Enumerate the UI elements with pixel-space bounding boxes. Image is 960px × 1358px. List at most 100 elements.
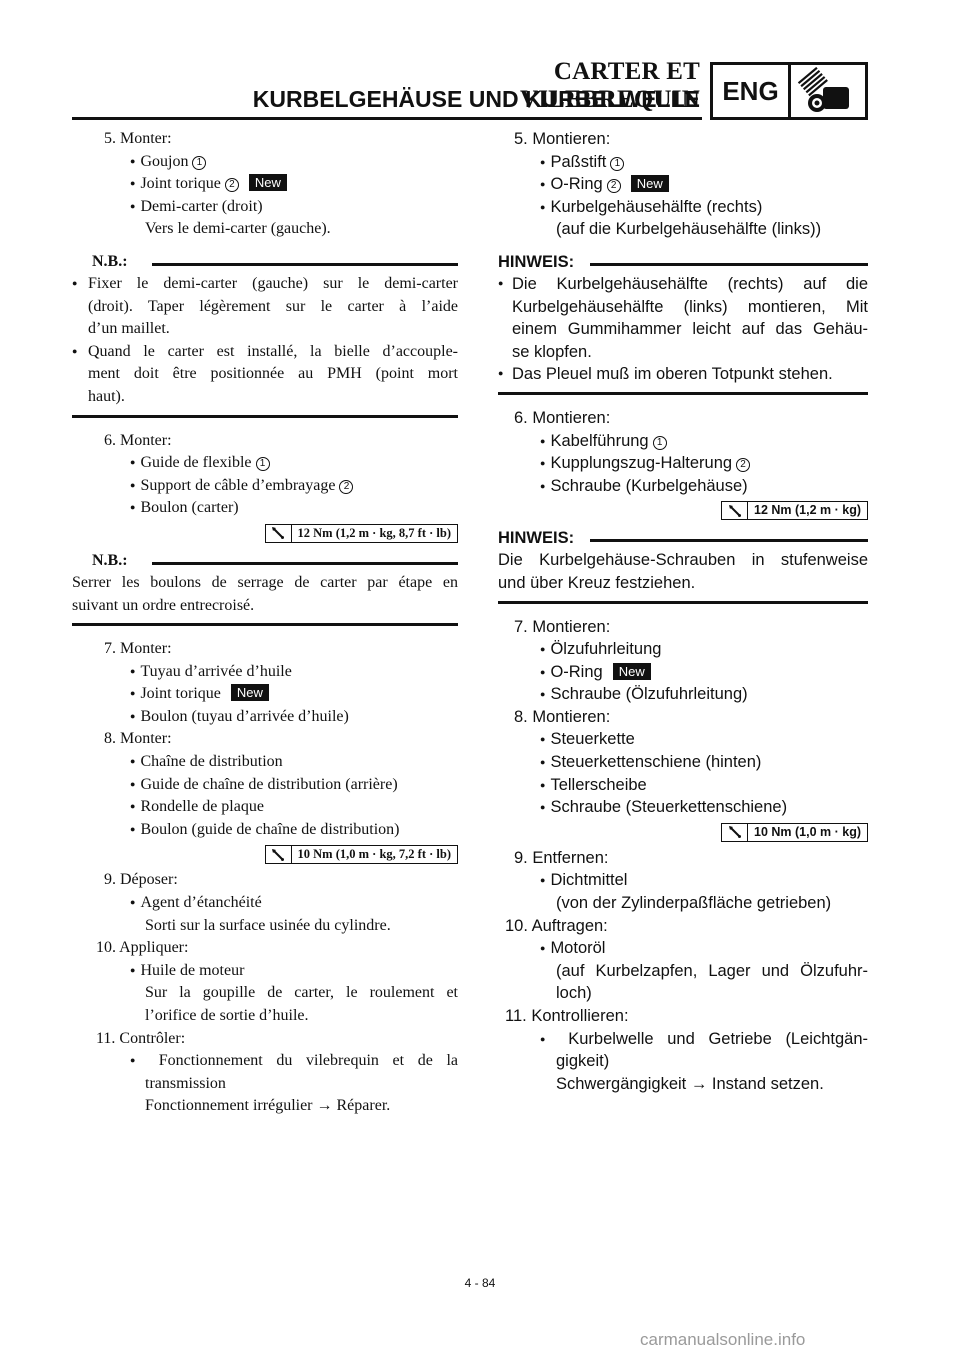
callout-2-icon: 2 xyxy=(606,179,621,194)
torque-value: 10 Nm (1,0 m · kg, 7,2 ft · lb) xyxy=(297,847,451,862)
list-item-note: (auf Kurbelzapfen, Lager und Ölzufuhr- xyxy=(556,961,868,980)
list-item-note: l’orifice de sortie d’huile. xyxy=(145,1007,309,1024)
note-block-de-2: HINWEIS: Die Kurbelgehäuse-Schrauben in … xyxy=(498,527,868,604)
list-item-note: (von der Zylinderpaßfläche getrieben) xyxy=(556,894,832,913)
list-item-note: gigkeit) xyxy=(556,1052,610,1071)
note-line: ●Die Kurbelgehäusehälfte (rechts) auf di… xyxy=(498,274,868,293)
step-9-fr: 9. Déposer: xyxy=(104,871,178,889)
new-badge: New xyxy=(230,684,269,702)
callout-1-icon: 1 xyxy=(192,155,207,170)
note-end-rule xyxy=(72,414,458,418)
step-6-fr: 6. Monter: xyxy=(104,431,172,449)
list-item: Boulon (tuyau d’arrivée d’huile) xyxy=(72,706,458,729)
note-line: (droit). Taper légèrement sur le carter … xyxy=(88,297,458,315)
step-6-de: 6. Montieren: xyxy=(514,408,611,427)
torque-spec: 10 Nm (1,0 m · kg, 7,2 ft · lb) xyxy=(72,843,458,865)
header-rule xyxy=(72,117,702,120)
step-10-de: 10. Auftragen: xyxy=(505,916,608,935)
step-5-de: 5. Montieren: xyxy=(514,130,611,148)
note-line: d’un maillet. xyxy=(88,320,170,338)
torque-spec: 12 Nm (1,2 m · kg) xyxy=(498,499,868,521)
new-badge: New xyxy=(248,174,287,192)
note-end-rule xyxy=(498,391,868,395)
note-block-de-1: HINWEIS: ●Die Kurbelgehäusehälfte (recht… xyxy=(498,250,868,395)
list-item: Schraube (Ölzufuhrleitung) xyxy=(498,683,868,706)
list-item: Tellerscheibe xyxy=(498,774,868,797)
engine-oil-icon xyxy=(791,65,865,117)
note-title: HINWEIS: xyxy=(498,250,868,273)
note-title: HINWEIS: xyxy=(498,527,868,550)
list-item-note: transmission xyxy=(145,1074,226,1092)
note-block-fr-2: N.B.: Serrer les boulons de serrage de c… xyxy=(72,549,458,627)
list-item: Steuerkette xyxy=(498,728,868,751)
note-line: und über Kreuz festziehen. xyxy=(498,573,696,592)
note-line: se klopfen. xyxy=(512,342,592,361)
step-5-fr: 5. Monter: xyxy=(72,128,458,151)
list-item-note: Sur la goupille de carter, le roulement … xyxy=(145,984,458,1002)
step-10-fr: 10. Appliquer: xyxy=(96,939,189,957)
note-line: Die Kurbelgehäuse-Schrauben in stufenwei… xyxy=(498,551,868,570)
list-item: Agent d’étanchéité xyxy=(72,892,458,915)
note-block-fr-1: N.B.: ●Fixer le demi-carter (gauche) sur… xyxy=(72,250,458,418)
list-item-note: loch) xyxy=(556,984,592,1003)
header-title-de: KURBELGEHÄUSE UND KURBELWELLE xyxy=(252,86,700,112)
step-action: Monter: xyxy=(120,130,172,147)
note-title: N.B.: xyxy=(72,250,458,273)
list-item: Chaîne de distribution xyxy=(72,751,458,774)
step-11-de: 11. Kontrollieren: xyxy=(505,1007,629,1025)
torque-spec: 12 Nm (1,2 m · kg, 8,7 ft · lb) xyxy=(72,522,458,544)
section-badge-label: ENG xyxy=(713,65,791,117)
note-line: ●Das Pleuel muß im oberen Totpunkt stehe… xyxy=(498,365,833,384)
torque-wrench-icon xyxy=(722,502,749,520)
list-item: ● Kurbelwelle und Getriebe (Leichtgän- xyxy=(540,1029,868,1048)
step-7-fr: 7. Monter: xyxy=(104,640,172,658)
note-line: ●Quand le carter est installé, la bielle… xyxy=(72,342,458,360)
step-7-de: 7. Montieren: xyxy=(514,617,611,636)
new-badge: New xyxy=(630,175,669,193)
callout-2-icon: 2 xyxy=(736,458,751,473)
step-number: 5. xyxy=(104,130,116,147)
note-line: ●Fixer le demi-carter (gauche) sur le de… xyxy=(72,274,458,292)
list-item: Dichtmittel xyxy=(498,869,868,892)
note-end-rule xyxy=(498,600,868,604)
note-line: Serrer les boulons de serrage de carter … xyxy=(72,573,458,591)
torque-value: 12 Nm (1,2 m · kg, 8,7 ft · lb) xyxy=(297,525,451,540)
section-badge: ENG xyxy=(710,62,868,120)
step-11-fr: 11. Contrôler: xyxy=(96,1029,186,1047)
torque-value: 10 Nm (1,0 m · kg) xyxy=(754,824,861,839)
note-line: ment doit être positionnée au PMH (point… xyxy=(88,365,458,383)
watermark: carmanualsonline.info xyxy=(640,1330,806,1349)
list-item: Huile de moteur xyxy=(72,960,458,983)
torque-wrench-icon xyxy=(266,846,292,864)
list-item: Rondelle de plaque xyxy=(72,796,458,819)
torque-spec: 10 Nm (1,0 m · kg) xyxy=(498,821,868,843)
list-item-note: Sorti sur la surface usinée du cylindre. xyxy=(145,916,391,934)
list-item: Schraube (Kurbelgehäuse) xyxy=(498,475,868,498)
note-line: suivant un ordre entrecroisé. xyxy=(72,596,255,614)
callout-2-icon: 2 xyxy=(339,479,354,494)
callout-1-icon: 1 xyxy=(255,457,270,472)
callout-1-icon: 1 xyxy=(652,435,667,450)
page-number: 4 - 84 xyxy=(464,1276,496,1290)
callout-2-icon: 2 xyxy=(224,178,239,193)
step-8-de: 8. Montieren: xyxy=(514,707,611,726)
torque-wrench-icon xyxy=(266,524,292,542)
callout-1-icon: 1 xyxy=(610,156,625,171)
note-line: Kurbelgehäusehälfte (links) montieren, M… xyxy=(512,297,868,316)
list-item-note: Vers le demi-carter (gauche). xyxy=(145,220,331,238)
list-item-note: Fonctionnement irrégulier → Réparer. xyxy=(145,1097,391,1115)
note-title: N.B.: xyxy=(72,549,458,572)
torque-value: 12 Nm (1,2 m · kg) xyxy=(754,503,861,518)
